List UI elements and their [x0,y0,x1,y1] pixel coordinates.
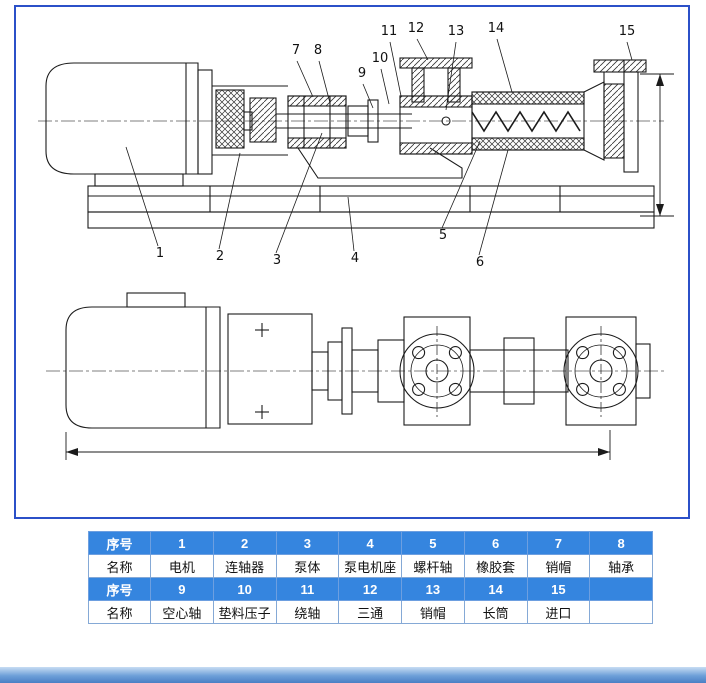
pump-drawing [38,38,674,460]
left-flange-plan [399,316,475,426]
length-dimension [65,430,611,460]
table-cell: 13 [401,577,465,601]
table-cell: 三通 [338,600,402,624]
table-cell: 11 [275,577,340,601]
table-cell: 3 [275,531,340,555]
table-cell: 1 [150,531,214,555]
callout-8: 8 [313,43,323,58]
row-header: 序号 [88,577,151,601]
table-cell: 电机 [150,554,214,578]
pump-seat-side [276,95,463,179]
table-cell: 2 [212,531,277,555]
callout-11: 11 [380,24,398,39]
table-cell: 9 [150,577,214,601]
table-cell: 螺杆轴 [401,554,465,578]
table-cell: 5 [401,531,465,555]
callout-15: 15 [618,24,636,39]
table-cell: 7 [526,531,591,555]
row-header: 名称 [88,600,151,624]
row-header: 名称 [88,554,151,578]
stator-side [471,91,585,151]
row-header: 序号 [88,531,151,555]
motor-plan [65,292,221,429]
table-cell: 4 [338,531,402,555]
callout-3: 3 [272,253,282,268]
callout-9: 9 [357,66,367,81]
outlet-side [583,59,647,173]
callout-1: 1 [155,246,165,261]
table-cell: 6 [463,531,528,555]
table-cell: 垫料压子 [212,600,277,624]
callout-6: 6 [475,255,485,270]
table-cell: 连轴器 [212,554,277,578]
plan-view [46,292,664,460]
table-row-index-1: 序号 1 2 3 4 5 6 7 8 [88,531,653,555]
callout-12: 12 [407,21,425,36]
table-cell: 泵电机座 [338,554,402,578]
callout-2: 2 [215,249,225,264]
parts-table: 序号 1 2 3 4 5 6 7 8 名称 电机 连轴器 泵体 泵电机座 螺杆轴… [88,531,653,624]
table-cell: 15 [526,577,591,601]
table-cell: 泵体 [275,554,340,578]
coupling-side [212,85,288,156]
table-cell: 10 [212,577,277,601]
table-cell: 绕轴 [275,600,340,624]
table-row-name-1: 名称 电机 连轴器 泵体 泵电机座 螺杆轴 橡胶套 销帽 轴承 [88,554,653,578]
table-cell: 14 [463,577,528,601]
callout-4: 4 [350,251,360,266]
pipe-plan [469,337,569,405]
diagram-frame [14,5,690,519]
motor-side [45,62,213,187]
table-cell [589,577,653,601]
height-dimension [640,73,674,217]
footer-bar [0,667,706,683]
table-cell: 空心轴 [150,600,214,624]
callout-13: 13 [447,24,465,39]
table-cell: 长筒 [463,600,528,624]
table-cell: 8 [589,531,653,555]
table-row-name-2: 名称 空心轴 垫料压子 绕轴 三通 销帽 长筒 进口 [88,600,653,624]
callout-14: 14 [487,21,505,36]
callout-7: 7 [291,43,301,58]
table-cell: 12 [338,577,402,601]
tee-side [399,57,473,155]
coupling-plan [227,313,313,425]
table-cell: 轴承 [589,554,653,578]
side-view [38,38,674,256]
table-cell [589,600,653,624]
table-row-index-2: 序号 9 10 11 12 13 14 15 [88,577,653,601]
table-cell: 进口 [526,600,591,624]
callout-5: 5 [438,228,448,243]
table-cell: 销帽 [401,600,465,624]
right-flange-plan [563,316,651,426]
table-cell: 销帽 [526,554,591,578]
table-cell: 橡胶套 [463,554,528,578]
base-side [87,185,655,229]
leader-lines [125,38,633,256]
callout-10: 10 [371,51,389,66]
